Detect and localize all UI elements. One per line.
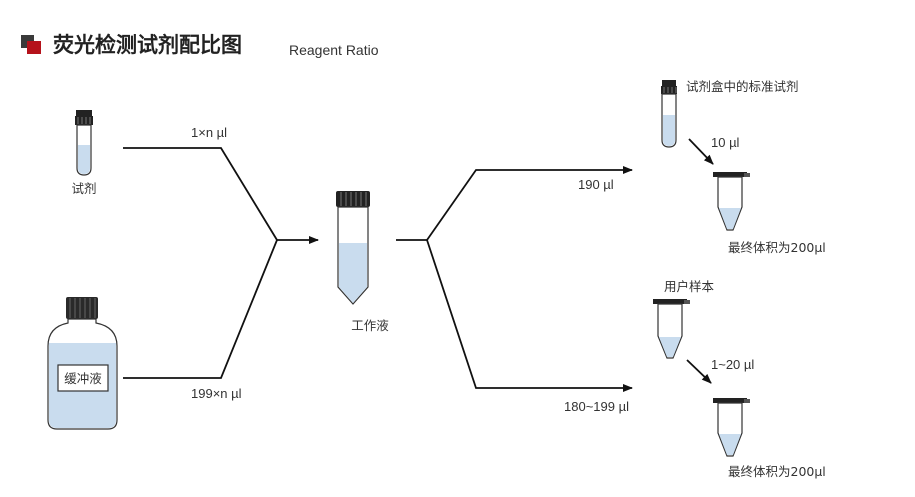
reagent-vial-icon bbox=[75, 110, 93, 176]
merge-connector bbox=[123, 147, 319, 379]
standard-reagent-volume-label: 10 µl bbox=[711, 135, 740, 150]
sample-final-volume-label: 最终体积为200µl bbox=[728, 464, 826, 479]
user-sample-label: 用户样本 bbox=[664, 279, 715, 294]
page-subtitle: Reagent Ratio bbox=[289, 42, 379, 58]
standard-final-tube-icon bbox=[713, 172, 750, 231]
user-sample-volume-label: 1~20 µl bbox=[711, 357, 754, 372]
sample-branch-volume-label: 180~199 µl bbox=[564, 399, 629, 414]
split-connector bbox=[396, 166, 633, 392]
buffer-label: 缓冲液 bbox=[64, 371, 102, 386]
working-solution-label: 工作液 bbox=[351, 318, 389, 333]
user-sample-tube-icon bbox=[653, 299, 690, 359]
sample-final-tube-icon bbox=[713, 398, 750, 457]
buffer-volume-label: 199×n µl bbox=[191, 386, 242, 401]
standard-branch-volume-label: 190 µl bbox=[578, 177, 614, 192]
working-solution-tube-icon bbox=[336, 191, 370, 305]
reagent-volume-label: 1×n µl bbox=[191, 125, 227, 140]
standard-reagent-label: 试剂盒中的标准试剂 bbox=[686, 79, 799, 94]
standard-reagent-vial-icon bbox=[661, 80, 677, 148]
reagent-label: 试剂 bbox=[71, 181, 96, 196]
standard-final-volume-label: 最终体积为200µl bbox=[728, 240, 826, 255]
page-title: 荧光检测试剂配比图 bbox=[53, 33, 242, 57]
header-logo-icon bbox=[21, 35, 41, 54]
header: 荧光检测试剂配比图 Reagent Ratio bbox=[21, 33, 379, 58]
buffer-bottle-icon bbox=[47, 297, 118, 430]
